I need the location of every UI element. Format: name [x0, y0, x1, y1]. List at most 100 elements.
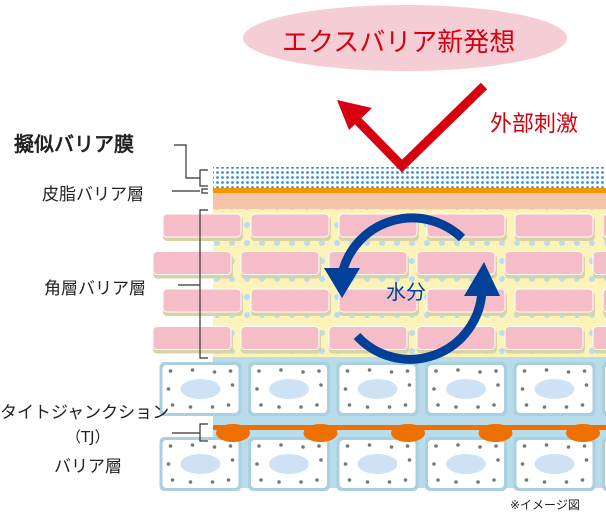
cell-nucleus [446, 454, 486, 474]
cell-granule [544, 368, 549, 372]
cell-granule [319, 383, 323, 387]
cell-granule [524, 403, 529, 407]
cell-granule [407, 458, 412, 462]
cell-granule [168, 369, 173, 373]
cell-nucleus [357, 454, 398, 474]
cell-granule [301, 370, 305, 374]
cell-granule [188, 480, 193, 484]
image-note: ※イメージ図 [510, 498, 580, 512]
cell-granule [367, 368, 372, 372]
cell-granule [496, 383, 500, 387]
bracket-lines [172, 144, 208, 442]
tight-junction [566, 424, 600, 442]
cell-granule [434, 369, 438, 373]
cell-granule [228, 369, 233, 373]
cell-granule [456, 368, 460, 372]
cell-granule [389, 445, 394, 449]
cell-granule [494, 369, 498, 373]
cell-granule [389, 370, 394, 374]
cell-granule [315, 403, 319, 407]
cell-granule [403, 403, 408, 407]
cell-granule [190, 368, 195, 372]
title-text: エクスバリア新発想 [282, 28, 516, 58]
cell-granule [277, 405, 281, 409]
cell-granule [365, 405, 370, 409]
cell-granule [476, 480, 480, 484]
cell-granule [230, 383, 235, 387]
corneocyte-brick [602, 213, 606, 238]
cell-granule [564, 480, 569, 484]
cell-granule [542, 480, 547, 484]
cell-granule [405, 369, 410, 373]
cell-granule [347, 403, 352, 407]
cell-granule [230, 458, 235, 462]
moisture-label: 水分 [386, 280, 426, 304]
cell-granule [257, 369, 261, 373]
cell-granule [436, 403, 440, 407]
cell-granule [301, 445, 305, 449]
cell-granule [494, 444, 498, 448]
external-stimulus-arrow [337, 82, 488, 173]
cell-granule [566, 445, 571, 449]
cell-granule [319, 458, 323, 462]
cell-granule [345, 444, 350, 448]
cell-granule [343, 462, 348, 466]
sebum-line [213, 188, 606, 193]
cell-granule [544, 443, 549, 447]
cell-granule [387, 480, 392, 484]
arrowhead-left [324, 268, 360, 298]
cell-granule [584, 458, 589, 462]
cell-granule [478, 445, 482, 449]
cell-granule [454, 405, 458, 409]
cell-granule [317, 369, 321, 373]
sebum-barrier-layer-label: 皮脂バリア層 [42, 185, 144, 205]
pseudo-barrier-film [213, 167, 606, 188]
corneocyte-brick [514, 213, 594, 238]
cell-granule [257, 444, 261, 448]
cell-granule [387, 405, 392, 409]
cell-granule [277, 480, 281, 484]
cell-granule [317, 444, 321, 448]
cell-granule [166, 462, 171, 466]
cell-granule [403, 478, 408, 482]
cell-granule [315, 478, 319, 482]
cell-granule [432, 387, 436, 391]
corneocyte-brick [250, 288, 330, 313]
corneocyte-brick [240, 251, 320, 275]
cell-granule [564, 405, 569, 409]
cell-nucleus [269, 454, 309, 474]
cell-granule [190, 443, 195, 447]
cell-granule [212, 445, 217, 449]
cell-granule [580, 478, 585, 482]
cell-granule [259, 403, 263, 407]
cell-granule [492, 403, 496, 407]
corneocyte-brick [416, 251, 496, 275]
corneocyte-brick [592, 326, 606, 350]
cell-granule [279, 443, 283, 447]
cell-granule [432, 462, 436, 466]
cell-granule [434, 444, 438, 448]
corneocyte-brick [514, 288, 594, 313]
cell-granule [520, 462, 525, 466]
cell-granule [584, 383, 589, 387]
tight-junction-label-line3: バリア層 [54, 457, 122, 477]
cell-granule [226, 478, 231, 482]
cell-granule [347, 478, 352, 482]
cell-granule [279, 368, 283, 372]
corneocyte-brick [162, 288, 242, 313]
cell-granule [524, 478, 529, 482]
cell-granule [170, 478, 175, 482]
cell-granule [542, 405, 547, 409]
cell-granule [522, 444, 527, 448]
corneocyte-brick [338, 288, 418, 313]
tight-junction-label-line2: （TJ） [66, 428, 110, 446]
cell-granule [582, 369, 587, 373]
cell-granule [454, 480, 458, 484]
cell-granule [405, 444, 410, 448]
cell-granule [407, 383, 412, 387]
cell-granule [255, 462, 259, 466]
cell-granule [188, 405, 193, 409]
cell-granule [343, 387, 348, 391]
corneocyte-brick [152, 326, 232, 350]
